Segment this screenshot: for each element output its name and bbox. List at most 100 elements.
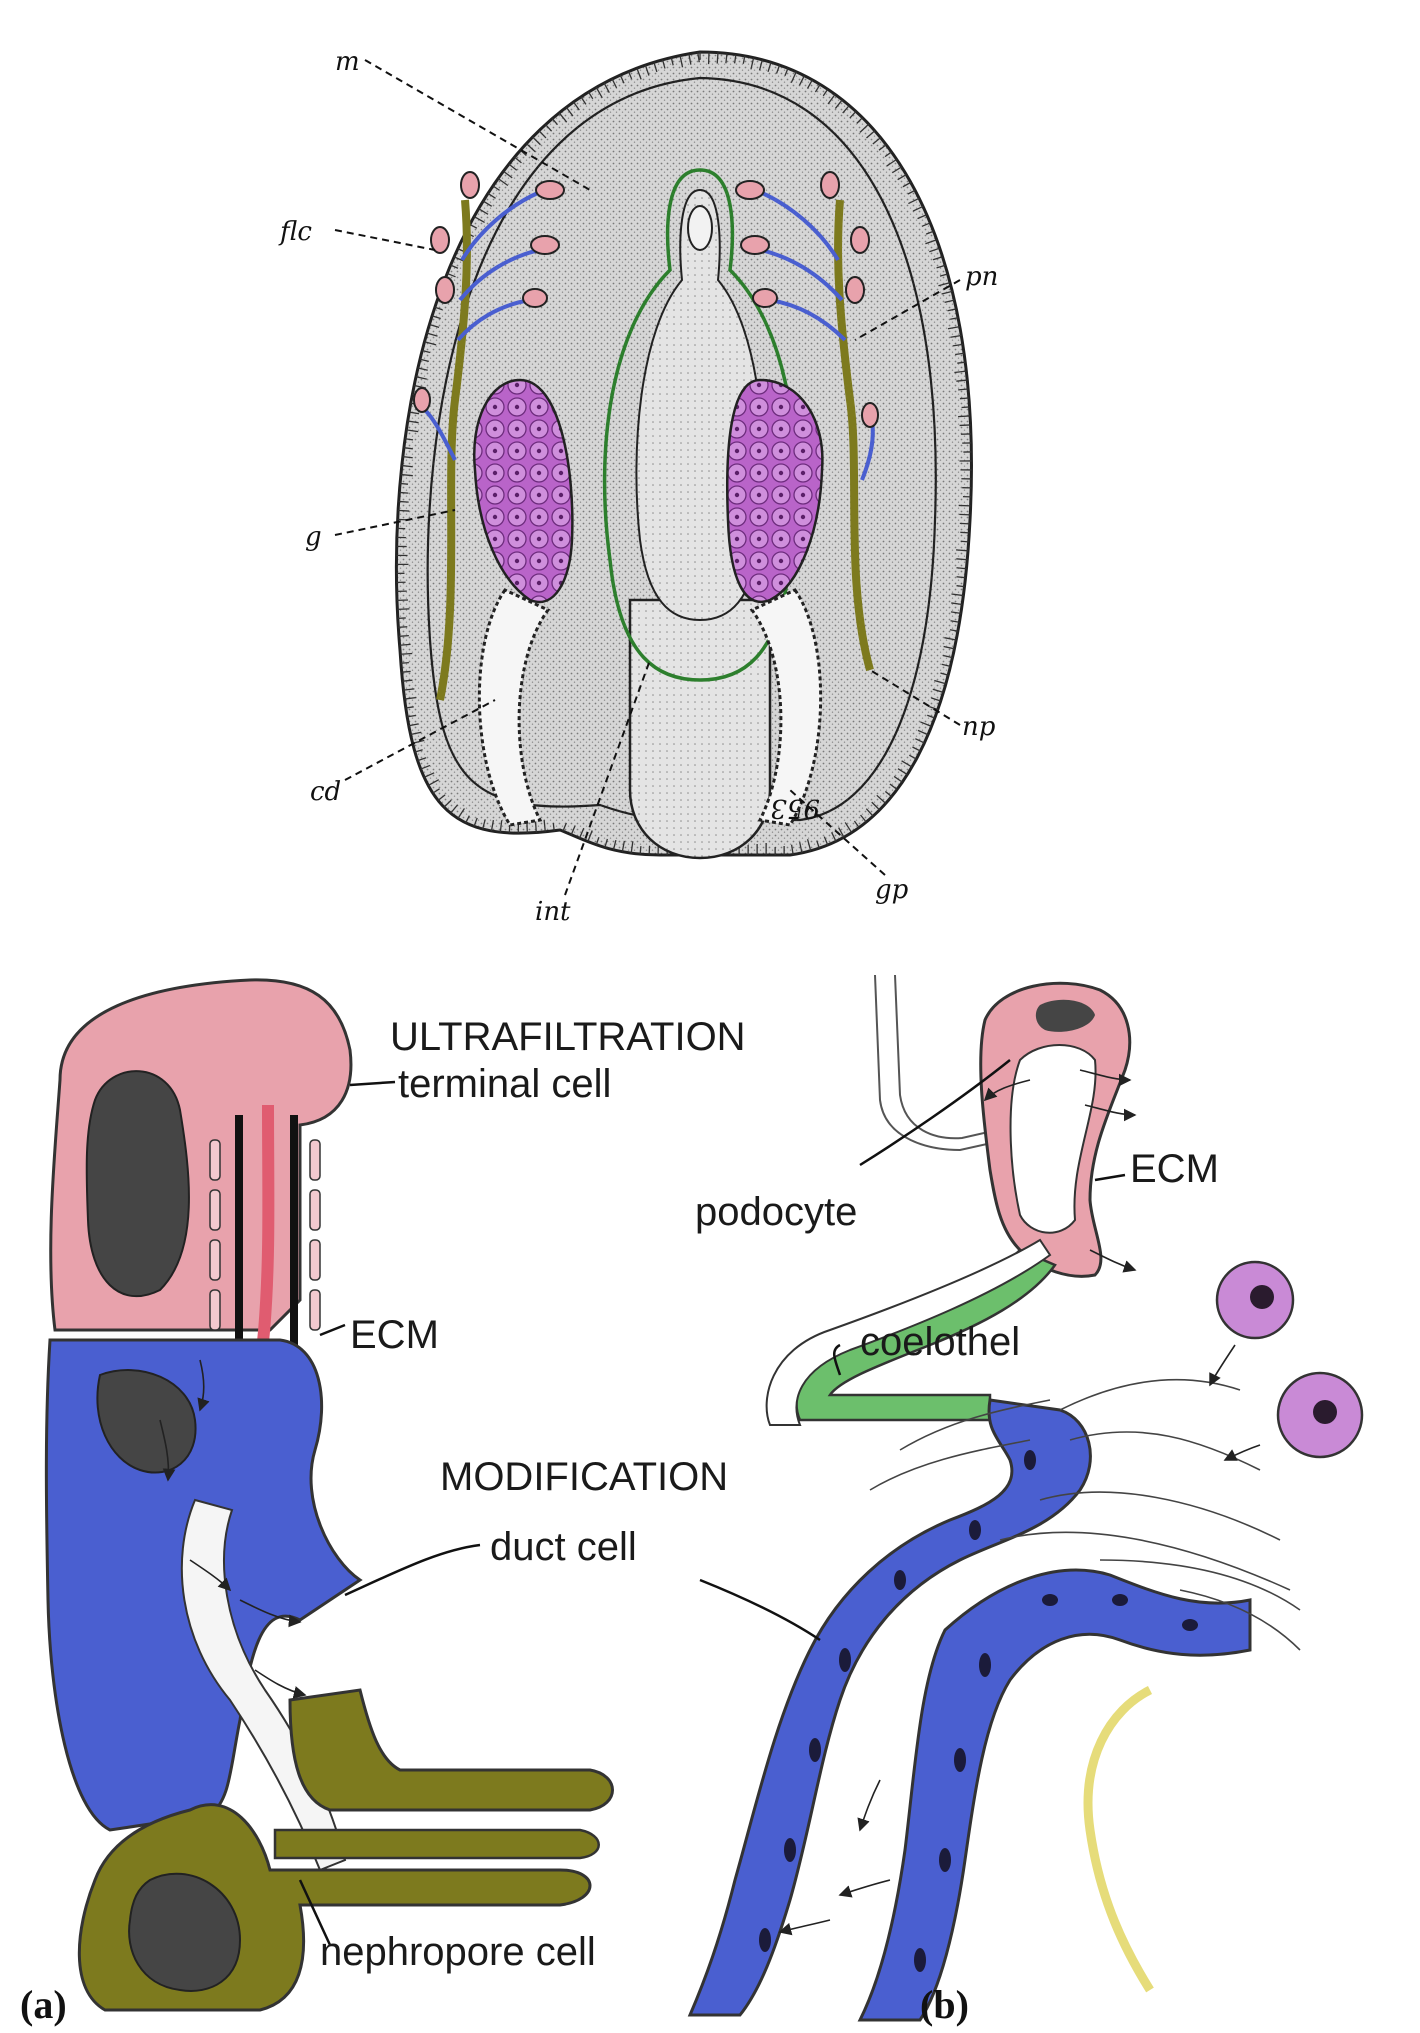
cilium bbox=[570, 825, 576, 835]
label-cd: cd bbox=[310, 777, 341, 807]
label-modification: MODIFICATION bbox=[440, 1455, 728, 1499]
cilium bbox=[543, 819, 546, 832]
flame-cells bbox=[413, 171, 879, 428]
cilium bbox=[902, 181, 912, 188]
cilium bbox=[930, 697, 941, 702]
cilium bbox=[912, 746, 921, 752]
cilium bbox=[929, 247, 940, 253]
cilium bbox=[844, 822, 853, 833]
cilium bbox=[956, 558, 968, 561]
label-gp: gp bbox=[875, 875, 909, 905]
cilium bbox=[619, 74, 625, 84]
cilium bbox=[876, 794, 887, 804]
cilium bbox=[915, 738, 925, 744]
cilium bbox=[514, 156, 522, 164]
cilium bbox=[525, 143, 536, 153]
cilium bbox=[871, 801, 880, 811]
cilium bbox=[784, 68, 789, 76]
cilium bbox=[767, 62, 772, 73]
cilium bbox=[400, 482, 409, 485]
cilium bbox=[827, 93, 836, 105]
cilium bbox=[853, 820, 860, 828]
cilium bbox=[403, 447, 413, 450]
cilium bbox=[446, 272, 456, 278]
cilium bbox=[790, 71, 797, 83]
plate-number: 953 bbox=[770, 793, 820, 823]
cilium bbox=[893, 775, 903, 783]
cilium bbox=[925, 230, 934, 235]
cilium bbox=[538, 130, 547, 139]
cilium bbox=[866, 130, 876, 139]
cilium bbox=[424, 341, 437, 346]
cilium bbox=[934, 679, 947, 685]
cilium bbox=[806, 79, 813, 89]
cilium bbox=[422, 349, 431, 354]
cilium bbox=[929, 705, 939, 711]
cilium bbox=[443, 799, 452, 808]
cilium bbox=[398, 500, 409, 503]
cilium bbox=[679, 55, 684, 68]
cilium bbox=[742, 55, 746, 64]
cilium bbox=[956, 576, 966, 579]
cilium bbox=[878, 144, 887, 151]
cilium bbox=[398, 626, 408, 628]
label-ecm-a: ECM bbox=[350, 1313, 439, 1357]
label-podocyte: podocyte bbox=[695, 1190, 857, 1234]
cilium bbox=[959, 522, 970, 525]
cilium bbox=[944, 637, 957, 641]
cilium bbox=[816, 840, 820, 849]
cilium bbox=[872, 137, 881, 145]
cilium bbox=[688, 53, 692, 65]
cilium bbox=[725, 53, 728, 64]
cilium bbox=[434, 306, 443, 311]
cilium bbox=[939, 273, 948, 277]
cilium bbox=[482, 819, 486, 830]
cilium bbox=[432, 788, 440, 794]
cilium bbox=[951, 602, 963, 606]
cilium bbox=[838, 827, 845, 838]
cilium bbox=[587, 91, 594, 100]
cilium bbox=[469, 223, 478, 229]
cilium bbox=[891, 166, 902, 174]
cilium bbox=[957, 361, 966, 364]
cilium bbox=[733, 54, 737, 64]
cilium bbox=[398, 509, 410, 512]
filter-rods bbox=[209, 1115, 321, 1345]
duct-cell-b-2 bbox=[857, 1568, 1252, 2022]
cilium bbox=[603, 82, 610, 94]
duct-nucleus bbox=[96, 1369, 197, 1474]
cilium bbox=[644, 64, 650, 76]
duct-cell-b-1 bbox=[687, 1398, 1092, 2017]
cilium bbox=[573, 101, 580, 111]
cilium bbox=[487, 192, 496, 199]
cilium bbox=[834, 99, 843, 109]
cilium bbox=[551, 118, 558, 126]
olive-process-2 bbox=[273, 1828, 600, 1860]
cilium bbox=[958, 415, 971, 418]
top-illustration: m flc pn g np cd int gp 953 bbox=[278, 47, 998, 927]
cilium bbox=[897, 174, 907, 181]
cilium bbox=[932, 688, 944, 694]
cilium bbox=[409, 411, 420, 415]
gut-green-outline bbox=[602, 168, 798, 682]
free-cells bbox=[1215, 1260, 1364, 1459]
cilium bbox=[612, 839, 617, 851]
label-pn: pn bbox=[965, 262, 998, 292]
olive-process-1 bbox=[288, 1688, 614, 1812]
cilium bbox=[429, 323, 440, 328]
cilium bbox=[908, 197, 920, 205]
label-duct-cell: duct cell bbox=[490, 1525, 637, 1569]
coelomoduct-right bbox=[749, 588, 823, 827]
intestine bbox=[628, 598, 772, 860]
label-terminal-cell: terminal cell bbox=[398, 1062, 611, 1106]
cilium bbox=[917, 729, 929, 736]
cilium bbox=[399, 491, 409, 494]
cilium bbox=[955, 352, 965, 356]
cilium bbox=[406, 429, 419, 433]
cilium bbox=[653, 62, 658, 73]
cilium bbox=[950, 317, 959, 320]
duct-nuclei bbox=[759, 1450, 1198, 1972]
cilium bbox=[427, 779, 440, 786]
cilium bbox=[402, 679, 413, 682]
